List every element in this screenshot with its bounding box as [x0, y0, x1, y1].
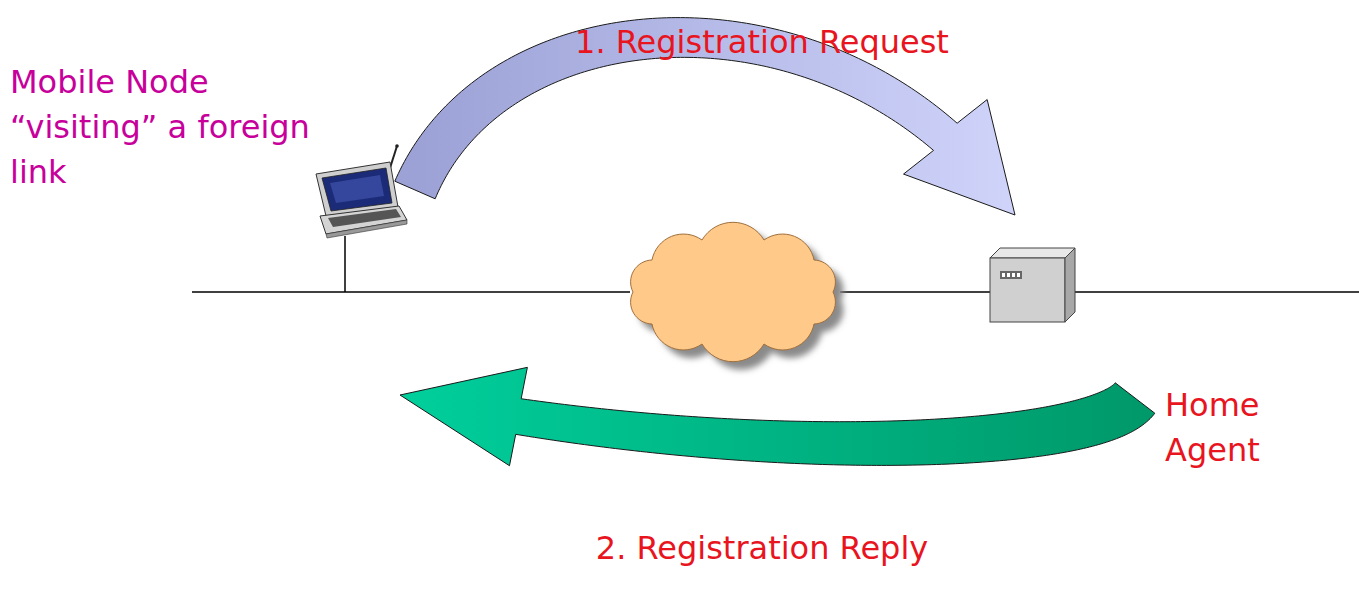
foreign-link-line	[192, 291, 630, 293]
laptop-antenna	[390, 146, 397, 168]
node-label: Home Agent	[1165, 383, 1280, 473]
home-agent: Home Agent	[980, 215, 1135, 475]
network-layout	[192, 144, 1359, 369]
router-top-face	[990, 248, 1075, 258]
router-port	[1007, 273, 1010, 277]
laptop-front-edge	[326, 220, 407, 238]
router-port	[1017, 273, 1020, 277]
node-label: Mobile Node “visiting” a foreign link	[10, 60, 310, 195]
home-link-line	[1075, 291, 1359, 293]
router-icon	[990, 248, 1075, 322]
laptop-drop-line	[344, 236, 346, 292]
mobile-node: Mobile Node “visiting” a foreign link	[5, 55, 415, 395]
router-port	[1002, 273, 1005, 277]
router-front-face	[990, 258, 1065, 322]
router-port	[1012, 273, 1015, 277]
laptop-screen	[322, 168, 392, 211]
cloud-to-agent-line	[840, 291, 990, 293]
router-side-face	[1065, 248, 1075, 322]
arrow-label: 1. Registration Request	[575, 22, 949, 62]
laptop-antenna-tip	[395, 144, 399, 148]
connector-layer	[395, 18, 1155, 466]
arrow-label: 2. Registration Reply	[596, 528, 928, 568]
reply-arrow	[400, 367, 1155, 465]
internet-cloud	[631, 222, 836, 361]
router-port-panel	[1000, 271, 1022, 279]
laptop-screen-glow	[330, 175, 384, 203]
laptop-icon	[316, 144, 407, 238]
request-arrow	[395, 18, 1015, 215]
